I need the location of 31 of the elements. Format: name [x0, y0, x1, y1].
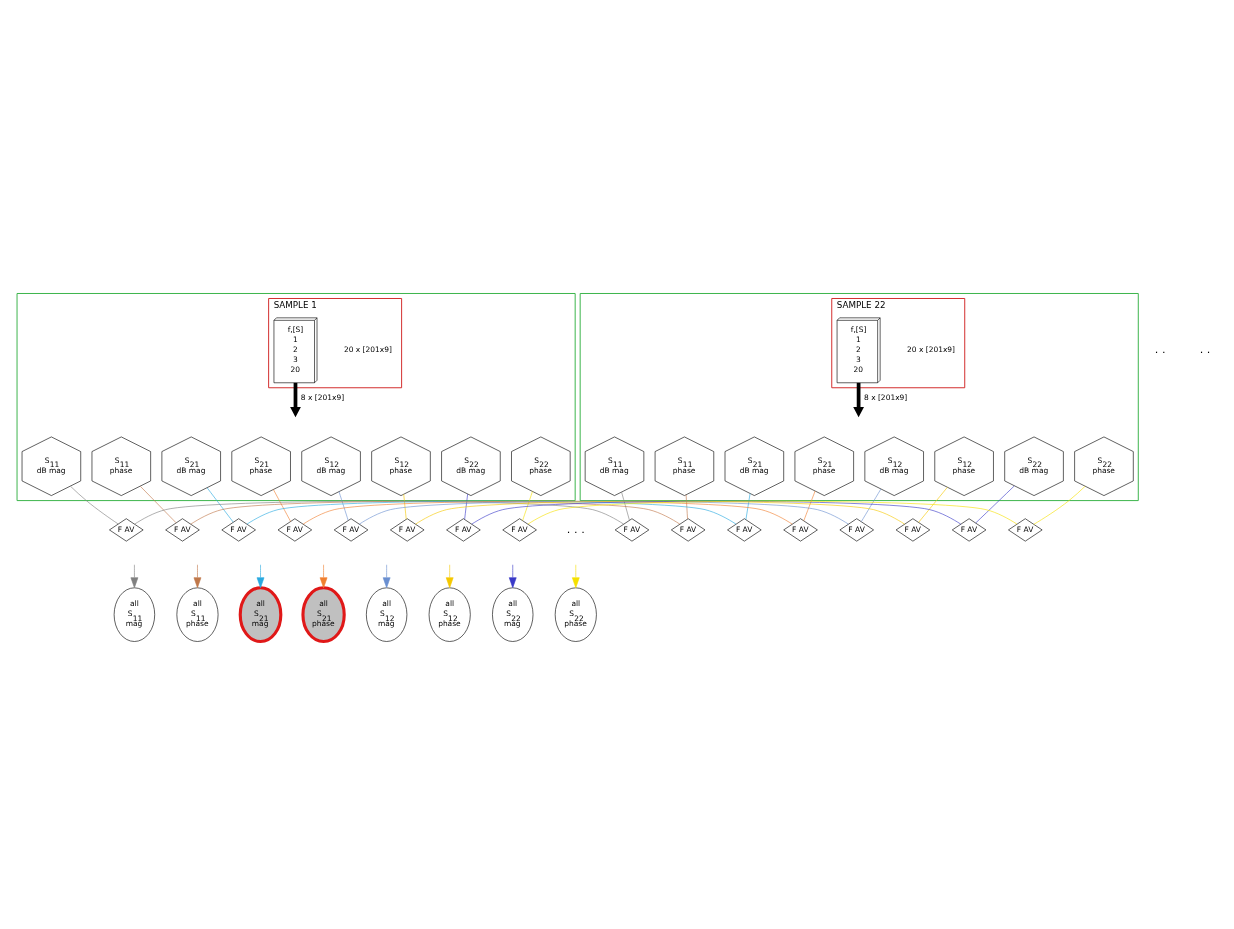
connector: [975, 485, 1015, 523]
connector: [338, 490, 349, 521]
cluster: [579, 292, 1139, 501]
connector: [403, 493, 407, 520]
connector: [918, 486, 948, 523]
arrow: [193, 563, 202, 588]
label: . . .: [566, 522, 585, 536]
connector: [621, 491, 630, 520]
connector: [140, 485, 177, 523]
connector: [745, 492, 751, 520]
connector: [273, 488, 291, 522]
connector: [861, 488, 882, 522]
arrow: [382, 563, 391, 588]
connector: [464, 493, 468, 520]
arrow: [572, 563, 580, 588]
arrow: [508, 563, 517, 588]
arrow: [445, 563, 454, 588]
arrow: [130, 563, 139, 588]
connector: [527, 500, 1018, 524]
arrow: [853, 382, 864, 417]
arrow: [256, 563, 265, 588]
connector: [522, 490, 533, 521]
label: . .: [1199, 342, 1211, 356]
label: . .: [1154, 342, 1166, 356]
connector: [206, 487, 234, 522]
arrow: [319, 563, 328, 588]
connector: [70, 485, 119, 524]
arrow: [290, 382, 301, 417]
connector: [685, 494, 688, 519]
connector: [803, 490, 816, 521]
cluster: [16, 292, 576, 501]
